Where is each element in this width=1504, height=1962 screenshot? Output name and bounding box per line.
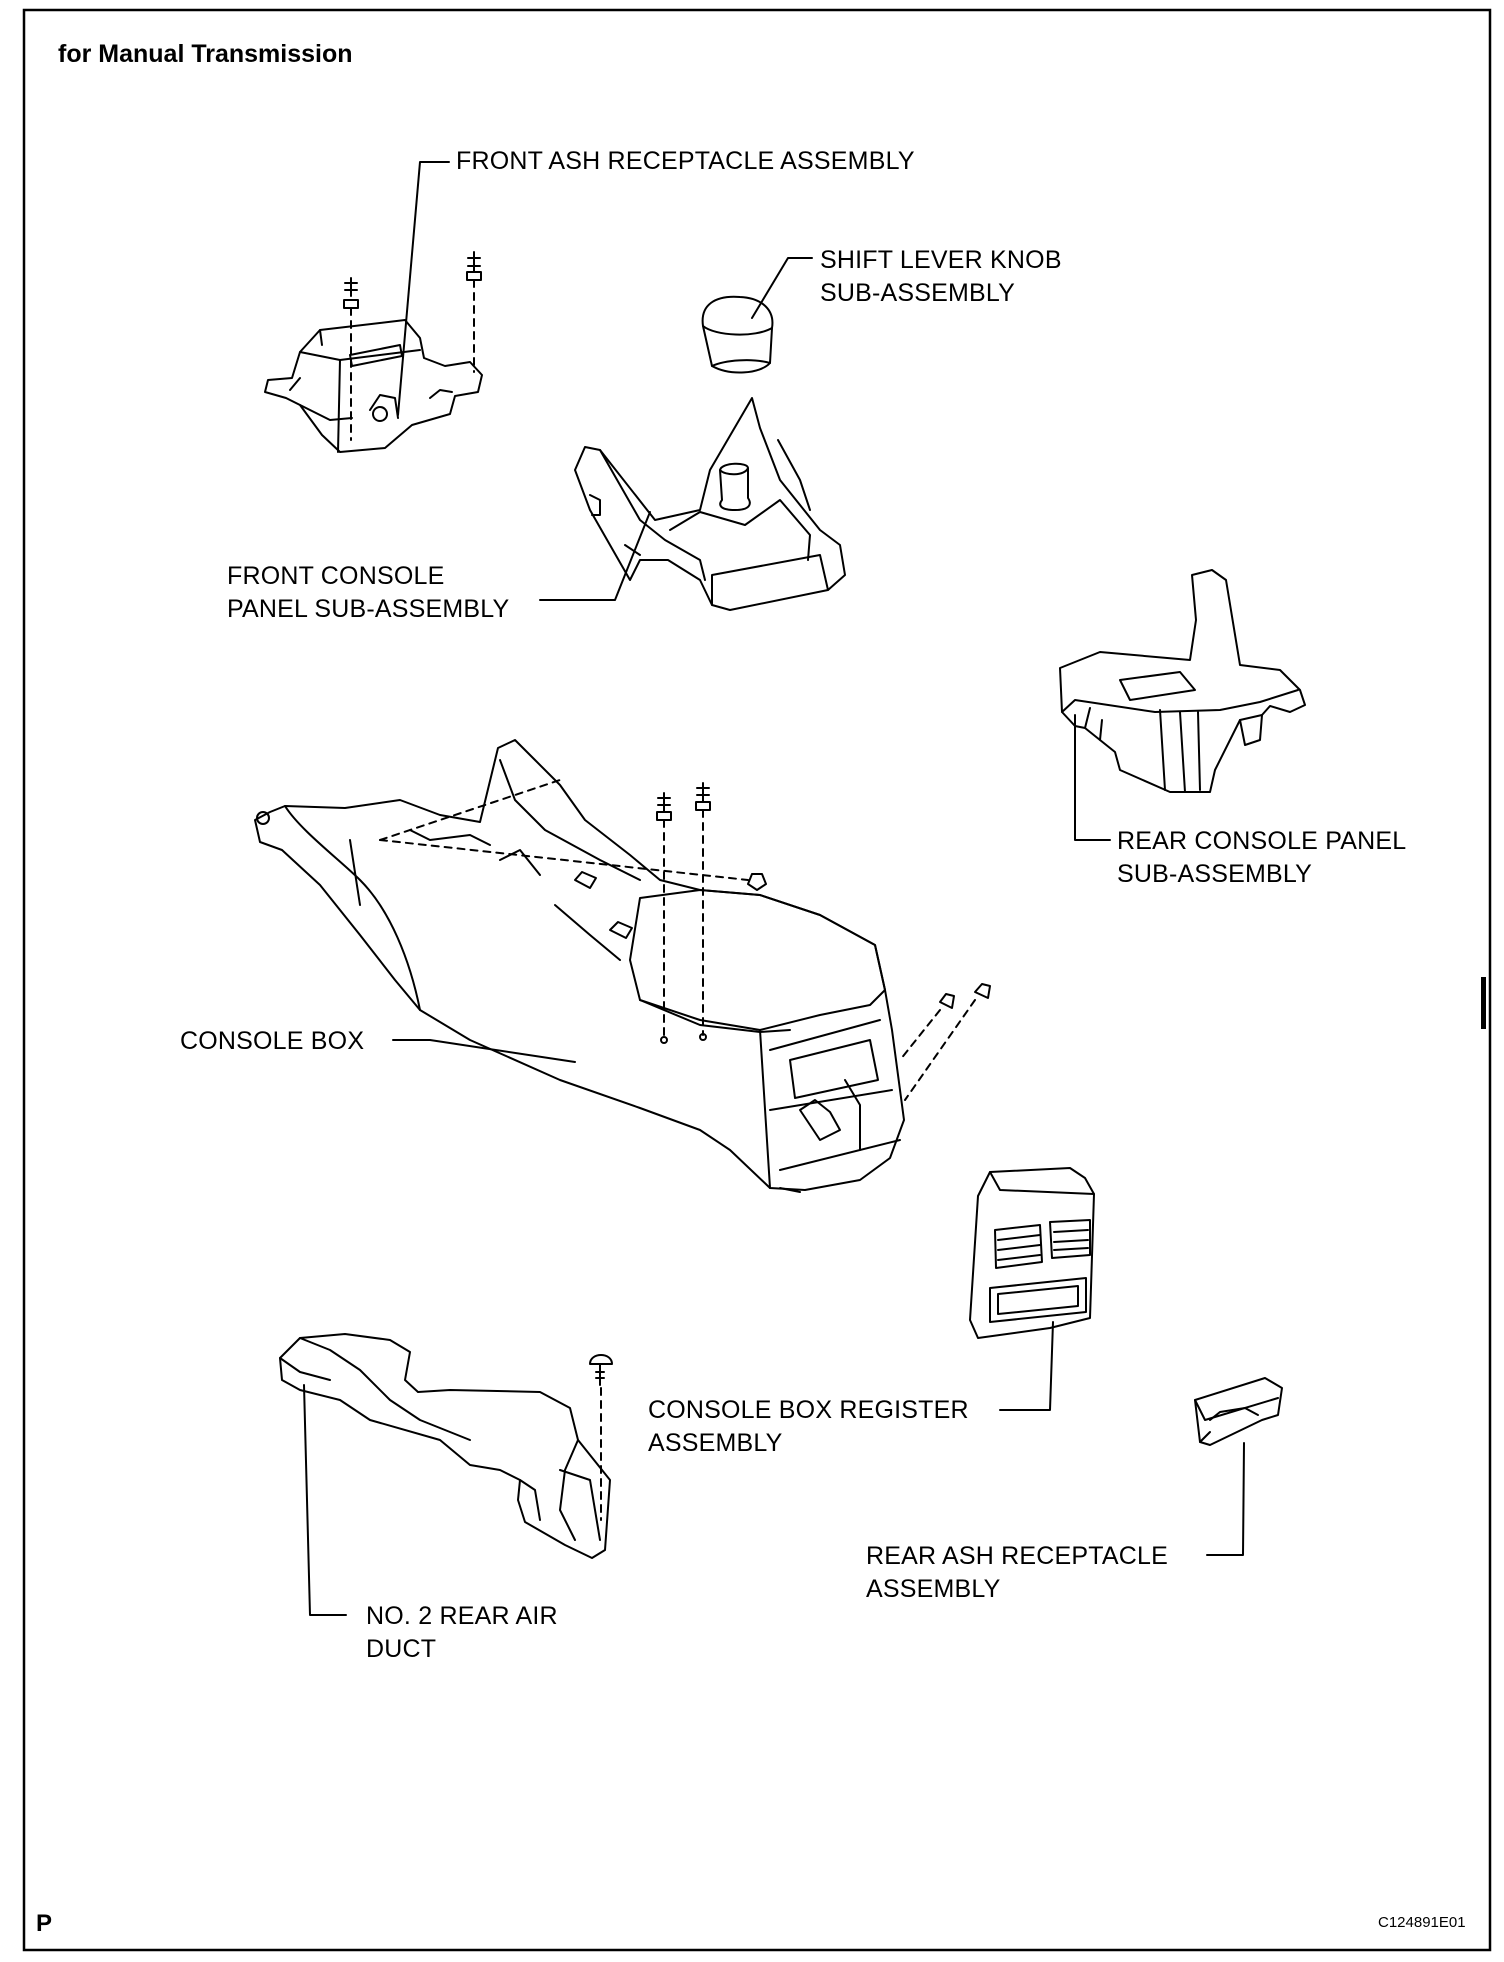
label-rear-air-duct-line1: NO. 2 REAR AIR xyxy=(366,1602,558,1630)
front-console-panel-part xyxy=(574,397,846,611)
label-console-box-register-line2: ASSEMBLY xyxy=(648,1429,783,1457)
figure-code: C124891E01 xyxy=(1378,1914,1466,1931)
air-duct-clip xyxy=(589,1354,613,1521)
rear-console-panel-part xyxy=(1059,569,1306,793)
label-front-console-panel-line1: FRONT CONSOLE xyxy=(227,562,445,590)
leader-lines xyxy=(303,161,1245,1616)
label-shift-lever-knob-line1: SHIFT LEVER KNOB xyxy=(820,246,1062,274)
label-console-box-register: CONSOLE BOX REGISTER ASSEMBLY xyxy=(648,1394,969,1460)
label-front-console-panel-line2: PANEL SUB-ASSEMBLY xyxy=(227,595,510,623)
label-shift-lever-knob: SHIFT LEVER KNOB SUB-ASSEMBLY xyxy=(820,244,1062,310)
footer-left-mark: P xyxy=(36,1910,53,1937)
front-ash-screw-left xyxy=(343,277,359,441)
console-box-part xyxy=(254,739,905,1193)
label-rear-air-duct: NO. 2 REAR AIR DUCT xyxy=(366,1600,558,1666)
diagram-header: for Manual Transmission xyxy=(58,40,353,68)
page-frame xyxy=(22,8,1492,1952)
rear-air-duct-part xyxy=(279,1333,611,1559)
label-rear-ash-receptacle: REAR ASH RECEPTACLE ASSEMBLY xyxy=(866,1540,1168,1606)
label-shift-lever-knob-line2: SUB-ASSEMBLY xyxy=(820,279,1016,307)
console-box-register-part xyxy=(969,1167,1095,1339)
front-ash-receptacle-part xyxy=(264,319,483,453)
front-ash-screw-right xyxy=(466,251,482,373)
label-rear-air-duct-line2: DUCT xyxy=(366,1635,437,1663)
label-console-box-register-line1: CONSOLE BOX REGISTER xyxy=(648,1396,969,1424)
shift-knob-part xyxy=(701,295,774,374)
label-front-ash-receptacle: FRONT ASH RECEPTACLE ASSEMBLY xyxy=(456,147,915,175)
label-console-box: CONSOLE BOX xyxy=(180,1027,365,1055)
revision-bar xyxy=(1481,977,1486,1029)
label-rear-ash-receptacle-line2: ASSEMBLY xyxy=(866,1575,1001,1603)
console-box-screws xyxy=(379,779,991,1101)
label-rear-ash-receptacle-line1: REAR ASH RECEPTACLE xyxy=(866,1542,1169,1570)
rear-ash-receptacle-part xyxy=(1194,1377,1283,1446)
label-rear-console-panel-line1: REAR CONSOLE PANEL xyxy=(1117,827,1407,855)
label-rear-console-panel-line2: SUB-ASSEMBLY xyxy=(1117,860,1313,888)
label-rear-console-panel: REAR CONSOLE PANEL SUB-ASSEMBLY xyxy=(1117,825,1406,891)
label-front-console-panel: FRONT CONSOLE PANEL SUB-ASSEMBLY xyxy=(227,560,509,626)
